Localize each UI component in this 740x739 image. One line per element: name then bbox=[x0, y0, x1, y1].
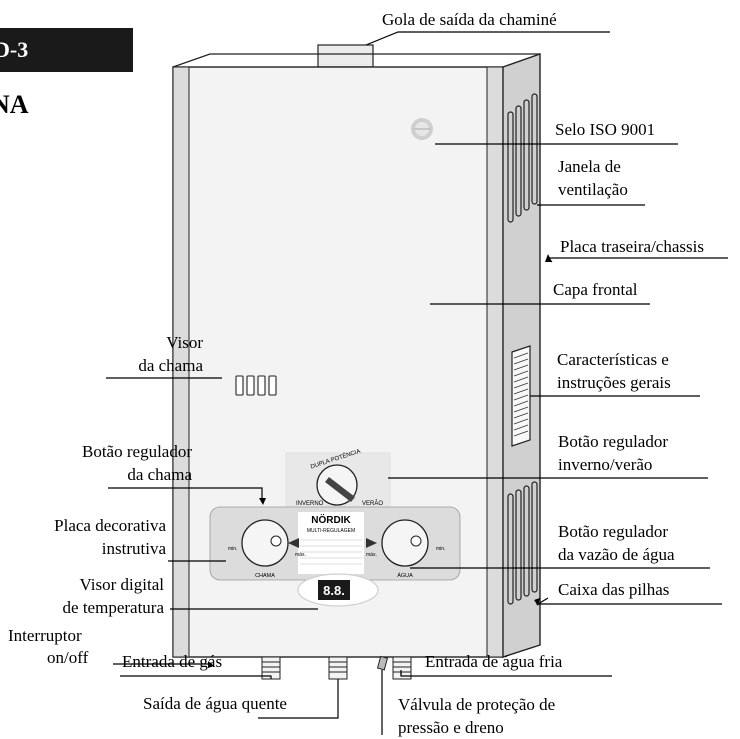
label-battery-box: Caixa das pilhas bbox=[558, 580, 670, 599]
label-digital-display-2: de temperatura bbox=[62, 598, 164, 617]
digital-display: 8.8. bbox=[297, 573, 379, 607]
label-pressure-valve-1: Válvula de proteção de bbox=[398, 695, 556, 714]
section-code-box: D-3 bbox=[0, 28, 133, 72]
label-front-cover: Capa frontal bbox=[553, 280, 638, 299]
label-vent-window-2: ventilação bbox=[558, 180, 628, 199]
ventilation-window-bottom bbox=[507, 481, 538, 605]
label-flame-viewer-1: Visor bbox=[166, 333, 203, 352]
summer-label: VERÃO bbox=[362, 500, 383, 507]
label-season-button-1: Botão regulador bbox=[558, 432, 668, 451]
label-water-button-2: da vazão de água bbox=[558, 545, 675, 564]
flame-max-label: máx. bbox=[295, 552, 306, 558]
iso-seal-icon bbox=[411, 118, 433, 140]
label-iso-seal: Selo ISO 9001 bbox=[555, 120, 656, 139]
label-specs-1: Características e bbox=[557, 350, 669, 369]
leader-lines bbox=[106, 31, 728, 735]
hot-water-outlet-connector bbox=[328, 656, 348, 680]
label-gas-inlet: Entrada de gás bbox=[122, 652, 223, 671]
water-knob-group: máx. min. ÁGUA bbox=[366, 519, 445, 579]
label-chimney-collar: Gola de saída da chaminé bbox=[382, 10, 557, 29]
label-switch-1: Interruptor bbox=[8, 626, 82, 645]
season-knob-pointer bbox=[325, 477, 355, 502]
arrow-heads bbox=[208, 254, 552, 668]
flame-knob-label: CHAMA bbox=[255, 573, 275, 579]
left-edge-strip bbox=[172, 66, 190, 658]
label-cold-water-inlet: Entrada de água fria bbox=[425, 652, 563, 671]
brand-logo: NÖRDIK bbox=[311, 513, 351, 526]
water-knob-label: ÁGUA bbox=[397, 572, 413, 579]
label-decor-plate-2: instrutiva bbox=[101, 539, 166, 558]
label-water-button-1: Botão regulador bbox=[558, 522, 668, 541]
digital-display-value: 8.8. bbox=[323, 583, 345, 598]
label-vent-window-1: Janela de bbox=[558, 157, 621, 176]
flame-knob-group: min. máx. CHAMA bbox=[228, 519, 306, 579]
season-panel: INVERNO VERÃO DUPLA POTÊNCIA bbox=[285, 447, 391, 512]
label-flame-viewer-2: da chama bbox=[138, 356, 203, 375]
water-knob[interactable] bbox=[381, 519, 429, 567]
cold-water-inlet-connector bbox=[392, 656, 412, 680]
flame-max-arrow-icon bbox=[288, 538, 299, 548]
label-switch-2: on/off bbox=[47, 648, 89, 667]
label-backplate: Placa traseira/chassis bbox=[560, 237, 704, 256]
section-title-fragment: NA bbox=[0, 90, 29, 119]
ventilation-window-top bbox=[507, 93, 538, 223]
brand-subtitle: MULTI-REGULAGEM bbox=[307, 528, 355, 534]
label-season-button-2: inverno/verão bbox=[558, 455, 653, 474]
label-digital-display-1: Visor digital bbox=[79, 575, 164, 594]
label-hot-water-outlet: Saída de água quente bbox=[143, 694, 287, 713]
pressure-valve bbox=[376, 655, 389, 671]
winter-label: INVERNO bbox=[296, 501, 324, 507]
label-flame-button-1: Botão regulador bbox=[82, 442, 192, 461]
label-decor-plate-1: Placa decorativa bbox=[54, 516, 166, 535]
specs-plate bbox=[511, 345, 531, 447]
water-min-label: min. bbox=[436, 546, 445, 552]
water-max-label: máx. bbox=[366, 552, 377, 558]
flame-viewer bbox=[235, 375, 277, 396]
label-pressure-valve-2: pressão e dreno bbox=[398, 718, 504, 737]
label-specs-2: instruções gerais bbox=[557, 373, 671, 392]
chimney-collar bbox=[317, 44, 374, 68]
section-code: D-3 bbox=[0, 37, 29, 62]
label-flame-button-2: da chama bbox=[127, 465, 192, 484]
top-edge bbox=[172, 53, 540, 68]
water-max-arrow-icon bbox=[366, 538, 377, 548]
flame-min-label: min. bbox=[228, 546, 237, 552]
